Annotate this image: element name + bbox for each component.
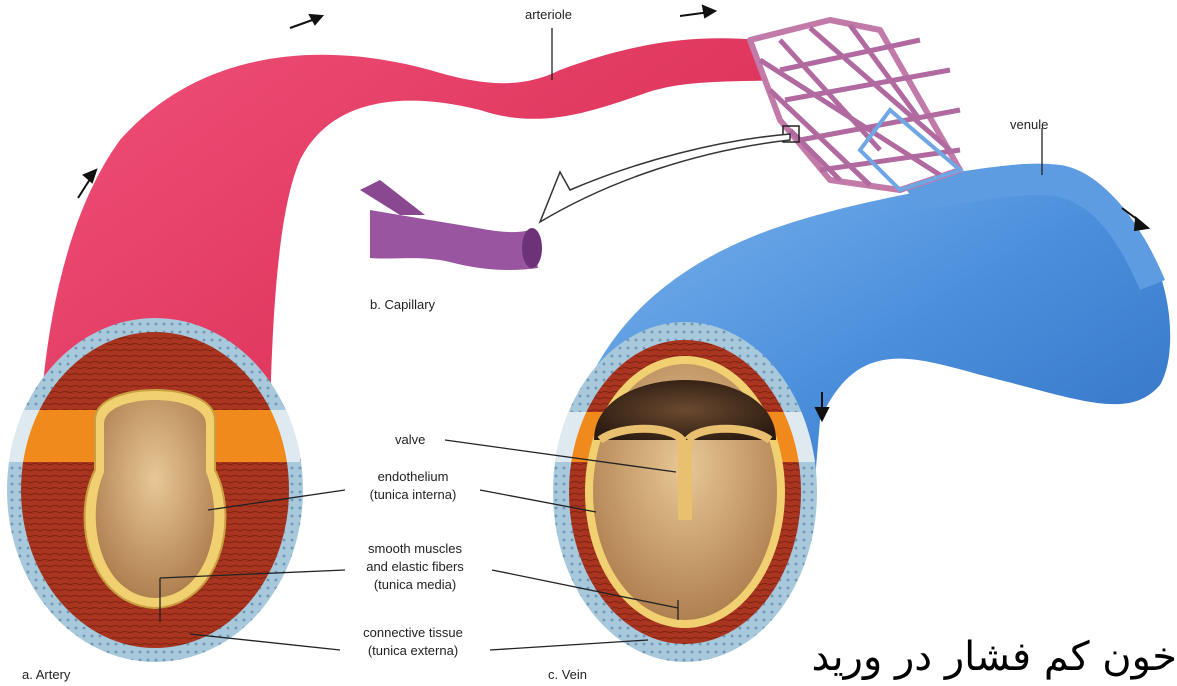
capillary-bed <box>750 20 960 190</box>
label-endothelium-line1: endothelium <box>348 468 478 486</box>
label-connective-line1: connective tissue <box>338 624 488 642</box>
persian-caption: خون کم فشار در ورید <box>812 634 1177 680</box>
label-capillary: b. Capillary <box>370 296 435 314</box>
artery-cross-section <box>7 318 303 662</box>
label-arteriole: arteriole <box>525 6 572 24</box>
label-artery: a. Artery <box>22 666 70 684</box>
label-venule: venule <box>1010 116 1048 134</box>
label-connective-line2: (tunica externa) <box>338 642 488 660</box>
label-smooth-line1: smooth muscles <box>340 540 490 558</box>
label-smooth-muscles: smooth muscles and elastic fibers (tunic… <box>340 540 490 594</box>
label-smooth-line3: (tunica media) <box>340 576 490 594</box>
capillary-sample <box>360 180 542 270</box>
label-vein: c. Vein <box>548 666 587 684</box>
label-valve: valve <box>395 431 425 449</box>
vein-cross-section <box>553 322 817 662</box>
label-endothelium: endothelium (tunica interna) <box>348 468 478 504</box>
callout-arrow <box>540 134 790 222</box>
label-connective-tissue: connective tissue (tunica externa) <box>338 624 488 660</box>
label-endothelium-line2: (tunica interna) <box>348 486 478 504</box>
label-smooth-line2: and elastic fibers <box>340 558 490 576</box>
